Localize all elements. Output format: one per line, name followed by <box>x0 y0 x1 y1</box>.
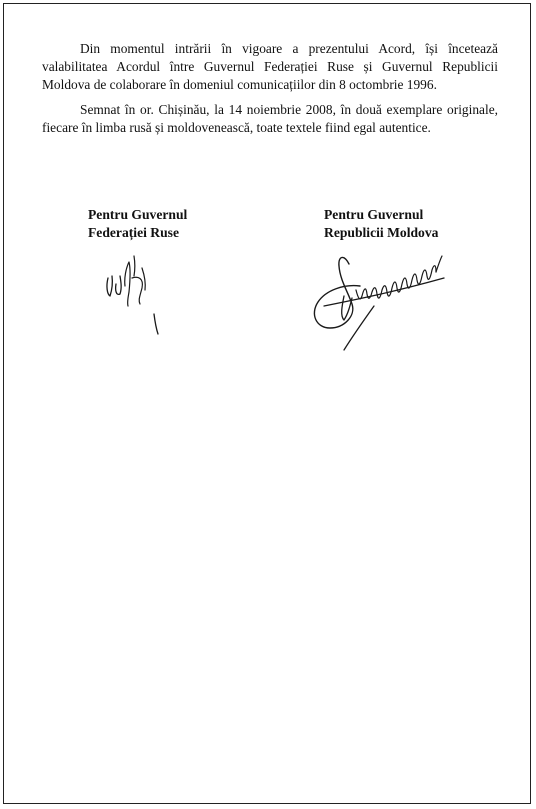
signature-russia <box>106 255 159 335</box>
paragraph-termination-clause: Din momentul intrării în vigoare a preze… <box>42 41 498 92</box>
document-page: Din momentul intrării în vigoare a preze… <box>3 3 531 804</box>
signatory-label-moldova: Pentru Guvernul Republicii Moldova <box>324 206 438 242</box>
signature-moldova <box>313 255 445 351</box>
signatory-moldova-line1: Pentru Guvernul <box>324 207 424 222</box>
signatory-label-russia: Pentru Guvernul Federației Ruse <box>88 206 187 242</box>
paragraph-signing-clause: Semnat în or. Chișinău, la 14 noiembrie … <box>42 102 498 135</box>
signatory-moldova-line2: Republicii Moldova <box>324 225 439 240</box>
signatory-russia-line1: Pentru Guvernul <box>88 207 188 222</box>
signatory-russia-line2: Federației Ruse <box>88 225 179 240</box>
